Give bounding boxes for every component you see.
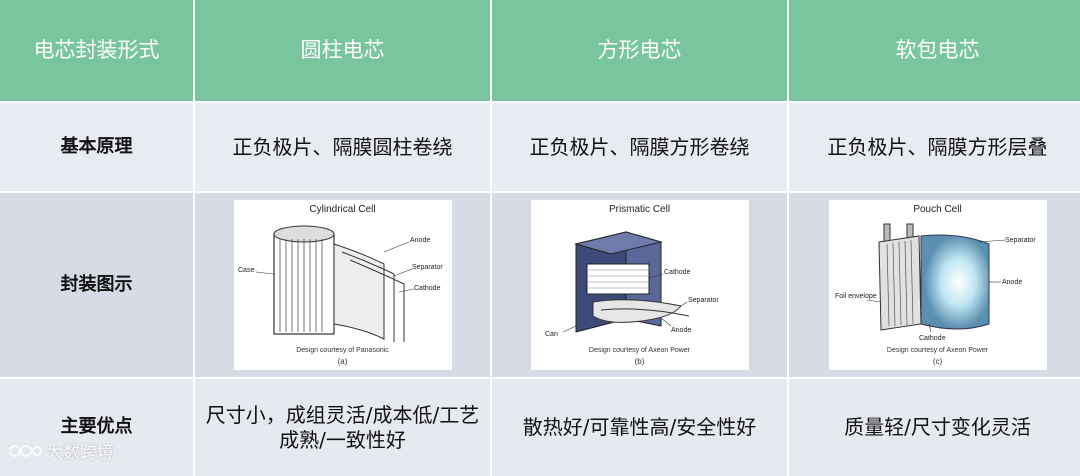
figure-letter: (c) [932,357,943,366]
header-prismatic: 方形电芯 [492,0,787,101]
figure-credit: Design courtesy of Panasonic [296,347,389,355]
principle-cylindrical: 正负极片、隔膜圆柱卷绕 [195,103,490,191]
diagram-cell-pouch: Pouch Cell [789,193,1080,377]
figure-credit: Design courtesy of Axeon Power [588,347,691,355]
row-label-advantages: 主要优点 [0,379,193,476]
header-cylindrical: 圆柱电芯 [195,0,490,101]
diagram-cell-cylindrical: Cylindrical Cell Anode Case [195,193,490,377]
figure-letter: (a) [337,357,348,366]
cylindrical-cell-diagram: Anode Case Separator Cathode [238,225,443,342]
figure-letter: (b) [634,357,645,366]
row-label-principle: 基本原理 [0,103,193,191]
row-label-diagram: 封装图示 [0,193,193,377]
diagram-cell-prismatic: Prismatic Cell Cathode Separator Can [492,193,787,377]
label-anode: Anode [671,327,691,334]
watermark-text: 大数跨境 [46,443,114,463]
prismatic-cell-figure: Prismatic Cell Cathode Separator Can [530,200,749,370]
advantages-cylindrical: 尺寸小，成组灵活/成本低/工艺成熟/一致性好 [195,379,490,476]
label-case: Case [238,267,254,274]
label-foil-envelope: Foil envelope [835,293,877,300]
pouch-cell-diagram: Separator Foil envelope Anode Cathode [835,223,1036,342]
label-can: Can [545,331,558,338]
prismatic-cell-diagram: Cathode Separator Can Anode [545,231,719,338]
figure-title: Cylindrical Cell [309,204,376,215]
watermark: 大数跨境 [8,438,114,463]
header-package-type: 电芯封装形式 [0,0,193,101]
advantages-prismatic: 散热好/可靠性高/安全性好 [492,379,787,476]
principle-pouch: 正负极片、隔膜方形层叠 [789,103,1080,191]
pouch-cell-figure: Pouch Cell [828,200,1047,370]
label-separator: Separator [688,297,719,304]
cylindrical-cell-figure: Cylindrical Cell Anode Case [233,200,452,370]
label-separator: Separator [1005,237,1036,244]
principle-prismatic: 正负极片、隔膜方形卷绕 [492,103,787,191]
label-anode: Anode [410,237,430,244]
label-cathode: Cathode [919,335,946,342]
header-pouch: 软包电芯 [789,0,1080,101]
label-cathode: Cathode [664,269,691,276]
watermark-logo-icon [9,444,42,457]
figure-credit: Design courtesy of Axeon Power [886,347,989,355]
label-cathode: Cathode [414,285,441,292]
label-anode: Anode [1002,279,1022,286]
advantages-pouch: 质量轻/尺寸变化灵活 [789,379,1080,476]
figure-title: Prismatic Cell [608,204,671,215]
label-separator: Separator [412,264,443,271]
figure-title: Pouch Cell [913,204,962,215]
